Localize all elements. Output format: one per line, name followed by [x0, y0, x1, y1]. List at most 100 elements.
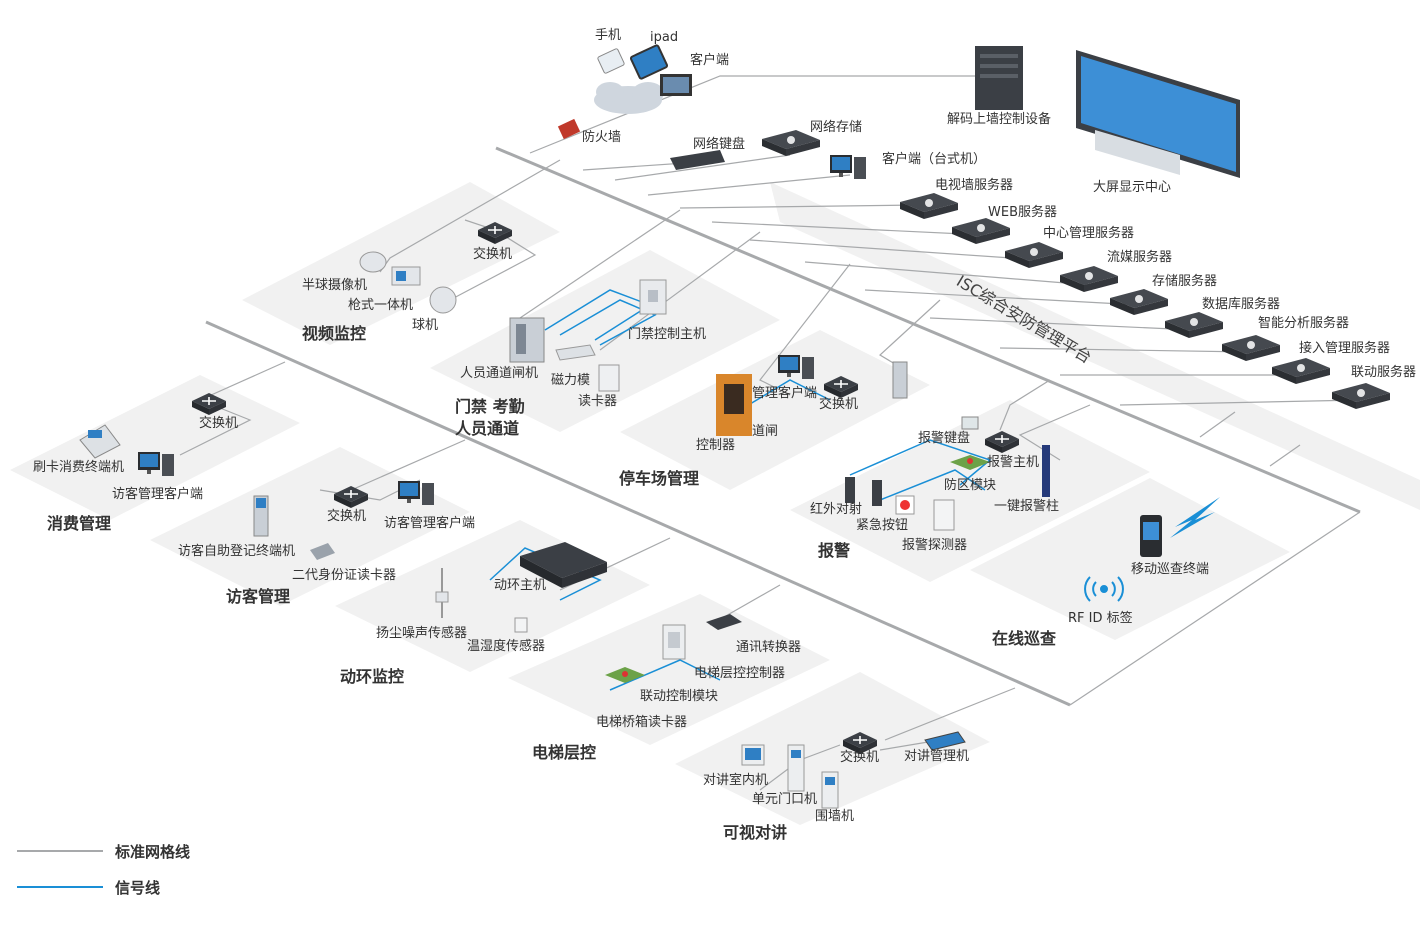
server-icon — [1110, 289, 1168, 315]
rfid-tag-icon — [1084, 576, 1124, 602]
label-parking-client: 管理客户端 — [752, 386, 818, 401]
label-server: 电视墙服务器 — [935, 178, 1014, 193]
label-wall-station: 围墙机 — [815, 809, 855, 824]
floor-controller-icon — [662, 624, 686, 660]
indoor-unit-icon — [741, 744, 765, 766]
label-self-kiosk: 访客自助登记终端机 — [178, 544, 296, 559]
ir-beam-icon — [845, 477, 882, 506]
gun-camera-icon — [391, 266, 421, 286]
maglock-icon — [555, 344, 596, 361]
label-zone-module: 防区模块 — [944, 478, 997, 493]
label-intercom-mgmt: 对讲管理机 — [904, 749, 970, 764]
dust-sensor-icon — [435, 568, 449, 618]
label-decoder: 解码上墙控制设备 — [947, 112, 1052, 127]
label-desktop-client: 客户端（台式机） — [882, 152, 987, 167]
label-switch: 交换机 — [327, 509, 367, 524]
label-network-keyboard: 网络键盘 — [693, 137, 746, 152]
decoder-rack-icon — [975, 46, 1023, 110]
section-title-parking: 停车场管理 — [619, 469, 700, 488]
label-temp-sensor: 温湿度传感器 — [467, 639, 546, 654]
legend-signal-swatch — [17, 886, 103, 888]
alarm-pillar-icon — [1042, 445, 1050, 497]
env-host-icon — [520, 542, 607, 588]
card-reader-icon — [598, 364, 620, 392]
legend-grid-swatch — [17, 850, 103, 852]
standard-grid-lines — [179, 75, 1361, 791]
label-video-wall: 大屏显示中心 — [1093, 180, 1172, 195]
pos-terminal-icon — [79, 424, 121, 459]
comm-converter-icon — [706, 614, 742, 630]
section-title-intercom: 可视对讲 — [723, 823, 788, 842]
label-dust-sensor: 扬尘噪声传感器 — [376, 626, 468, 641]
firewall-icon — [557, 118, 581, 140]
laptop-icon — [660, 74, 692, 96]
label-maglock: 磁力模 — [551, 373, 591, 388]
section-title-alarm: 报警 — [818, 541, 851, 560]
label-server: 数据库服务器 — [1202, 297, 1281, 312]
ball-camera-icon — [429, 286, 457, 314]
legend-signal-label: 信号线 — [115, 879, 161, 897]
alarm-keyboard-icon — [961, 416, 979, 430]
wireless-signal-icon — [1170, 497, 1220, 538]
label-visitor-client: 访客管理客户端 — [112, 487, 204, 502]
temp-sensor-icon — [514, 617, 528, 633]
label-floor-controller: 电梯层控控制器 — [694, 666, 786, 681]
label-server: 存储服务器 — [1152, 274, 1218, 289]
server-icon — [1272, 358, 1330, 384]
server-icon — [1060, 266, 1118, 292]
network-keyboard-icon — [670, 150, 725, 170]
label-firewall: 防火墙 — [582, 130, 622, 145]
section-title-visitor: 访客管理 — [226, 587, 291, 606]
label-switch: 交换机 — [819, 397, 859, 412]
server-icon — [1332, 383, 1390, 409]
server-icon — [952, 218, 1010, 244]
label-ipad: ipad — [650, 30, 679, 45]
legend-grid-label: 标准网格线 — [115, 843, 191, 861]
label-server: 流媒服务器 — [1107, 250, 1173, 265]
server-icon — [1222, 335, 1280, 361]
ipad-icon — [629, 44, 669, 80]
label-parking-controller: 控制器 — [696, 438, 736, 453]
label-server: 中心管理服务器 — [1043, 226, 1135, 241]
label-access-controller: 门禁控制主机 — [628, 327, 707, 342]
section-title-patrol: 在线巡查 — [992, 629, 1057, 648]
label-server: 接入管理服务器 — [1299, 341, 1391, 356]
label-phone: 手机 — [595, 28, 622, 43]
label-link-module: 联动控制模块 — [640, 689, 719, 704]
label-server: 联动服务器 — [1351, 365, 1417, 380]
label-dome-camera: 半球摄像机 — [302, 278, 368, 293]
phone-icon — [597, 48, 625, 74]
server-icon — [900, 193, 958, 219]
video-wall-icon — [1076, 50, 1240, 178]
label-card-reader: 读卡器 — [578, 394, 618, 409]
turnstile-icon — [509, 317, 545, 363]
label-car-reader: 电梯桥箱读卡器 — [596, 715, 688, 730]
label-switch: 交换机 — [473, 247, 513, 262]
label-patrol-terminal: 移动巡查终端 — [1131, 562, 1210, 577]
label-door-station: 单元门口机 — [752, 792, 818, 807]
label-alarm-host: 报警主机 — [987, 455, 1040, 470]
signal-lines — [489, 289, 992, 691]
section-title-video: 视频监控 — [302, 324, 367, 343]
label-switch: 交换机 — [199, 416, 239, 431]
emergency-button-icon — [895, 495, 915, 515]
label-indoor-unit: 对讲室内机 — [703, 773, 769, 788]
section-title-access: 门禁 考勤 人员通道 — [455, 397, 525, 438]
label-ball-camera: 球机 — [412, 318, 439, 333]
section-title-env: 动环监控 — [340, 667, 405, 686]
zone-module-icon — [950, 455, 990, 470]
label-alarm-detector: 报警探测器 — [902, 538, 968, 553]
label-network-storage: 网络存储 — [810, 120, 863, 135]
label-rfid: RF ID 标签 — [1068, 611, 1133, 626]
label-server: 智能分析服务器 — [1258, 316, 1350, 331]
ticket-kiosk-icon — [892, 361, 908, 399]
parking-controller-icon — [716, 374, 752, 436]
server-icon — [1165, 312, 1223, 338]
section-title-elevator: 电梯层控 — [532, 743, 597, 762]
intercom-mgmt-icon — [924, 731, 966, 751]
label-alarm-pillar: 一键报警柱 — [994, 499, 1060, 514]
section-title-consume: 消费管理 — [47, 514, 112, 533]
server-icon — [1005, 242, 1063, 268]
label-visitor-client: 访客管理客户端 — [384, 516, 476, 531]
